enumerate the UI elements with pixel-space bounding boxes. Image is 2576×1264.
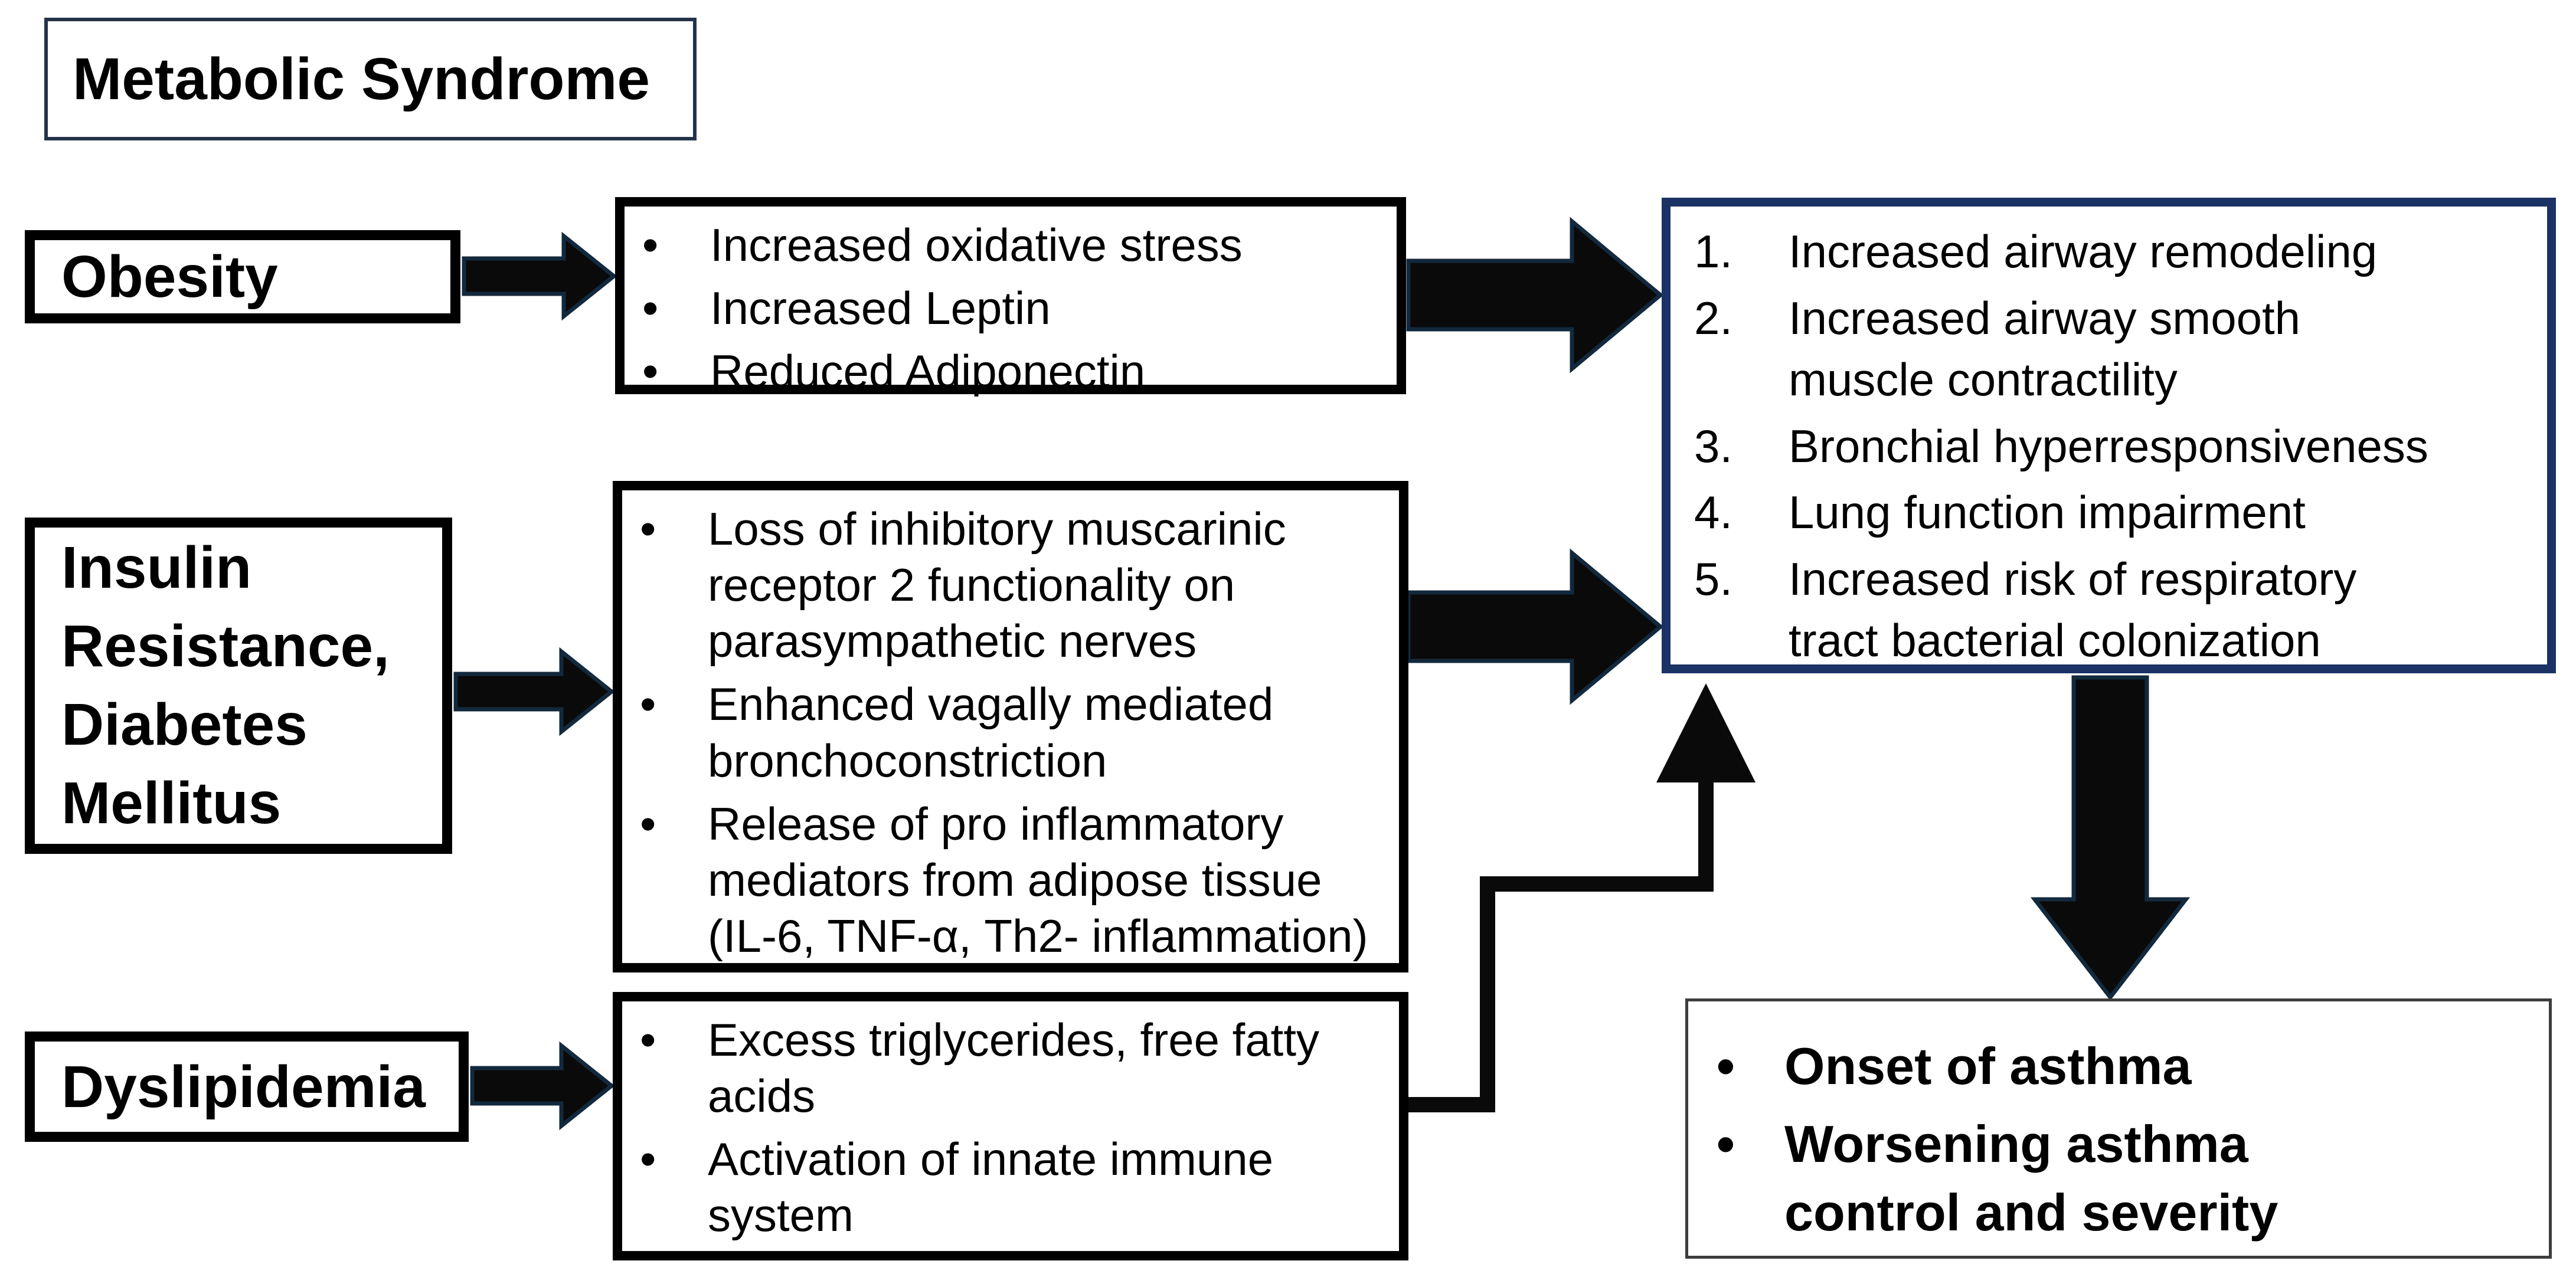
list-item: • Activation of innate immune system — [640, 1131, 1381, 1243]
numbered-item: 4. Lung function impairment — [1694, 482, 2535, 543]
bullet-marker: • — [642, 345, 659, 398]
numbered-item: 5. Increased risk of respiratory tract b… — [1694, 548, 2535, 672]
list-item: • Onset of asthma — [1717, 1032, 2531, 1101]
arrow-outcome-to-result — [2030, 675, 2191, 1001]
list-item: • Enhanced vagally mediated bronchoconst… — [640, 676, 1381, 788]
cause-box-obesity: Obesity — [25, 230, 460, 323]
bullet-marker: • — [640, 503, 656, 555]
item-number: 3. — [1694, 420, 1733, 472]
result-box-asthma-outcomes: • Onset of asthma • Worsening asthma con… — [1685, 998, 2552, 1259]
bullet-marker: • — [640, 797, 656, 850]
list-item: • Worsening asthma control and severity — [1717, 1110, 2531, 1247]
arrow-dyslipidemia-to-mechanisms — [470, 1041, 615, 1131]
bullet-marker: • — [640, 1014, 656, 1066]
mechanism-box-obesity-effects: • Increased oxidative stress • Increased… — [615, 197, 1406, 397]
list-item: • Excess triglycerides, free fatty acids — [640, 1012, 1381, 1124]
bullet-marker: • — [1717, 1115, 1735, 1174]
arrow-obesity-to-mechanisms — [462, 231, 617, 321]
cause-box-dyslipidemia: Dyslipidemia — [25, 1031, 469, 1142]
item-number: 2. — [1694, 292, 1733, 344]
item-number: 1. — [1694, 225, 1733, 277]
bullet-marker: • — [642, 282, 659, 335]
arrow-mechanisms3-to-outcome-head — [1656, 683, 1756, 782]
arrow-mechanisms1-to-outcome — [1406, 217, 1664, 374]
numbered-item: 2. Increased airway smooth muscle contra… — [1694, 287, 2535, 411]
cause-label: Insulin Resistance, Diabetes Mellitus — [61, 535, 390, 836]
cause-box-insulin-resistance-diabetes: Insulin Resistance, Diabetes Mellitus — [25, 518, 452, 854]
numbered-item: 3. Bronchial hyperresponsiveness — [1694, 415, 2535, 477]
arrow-insulin-to-mechanisms — [453, 647, 615, 736]
diagram-title: Metabolic Syndrome — [73, 45, 650, 112]
list-item: • Loss of inhibitory muscarinic receptor… — [640, 501, 1381, 669]
list-item: • Release of pro inflammatory mediators … — [640, 796, 1381, 964]
list-item: • Reduced Adiponectin — [642, 343, 1379, 399]
item-number: 5. — [1694, 552, 1733, 605]
numbered-item: 1. Increased airway remodeling — [1694, 221, 2535, 283]
bullet-marker: • — [642, 219, 659, 271]
list-item: • Increased oxidative stress — [642, 217, 1379, 273]
mechanism-box-dyslipidemia-effects: • Excess triglycerides, free fatty acids… — [613, 992, 1408, 1260]
bullet-marker: • — [640, 678, 656, 731]
outcome-box-airway-effects: 1. Increased airway remodeling 2. Increa… — [1662, 198, 2556, 673]
cause-label: Dyslipidemia — [61, 1053, 426, 1120]
item-number: 4. — [1694, 486, 1733, 539]
title-box: Metabolic Syndrome — [44, 18, 697, 140]
arrow-mechanisms2-to-outcome — [1406, 548, 1664, 705]
list-item: • Increased Leptin — [642, 280, 1379, 336]
mechanism-box-insulin-effects: • Loss of inhibitory muscarinic receptor… — [613, 481, 1408, 972]
bullet-marker: • — [1717, 1037, 1735, 1095]
bullet-marker: • — [640, 1133, 656, 1186]
cause-label: Obesity — [61, 244, 278, 310]
arrow-mechanisms3-to-outcome-elbow — [1408, 780, 1714, 1112]
